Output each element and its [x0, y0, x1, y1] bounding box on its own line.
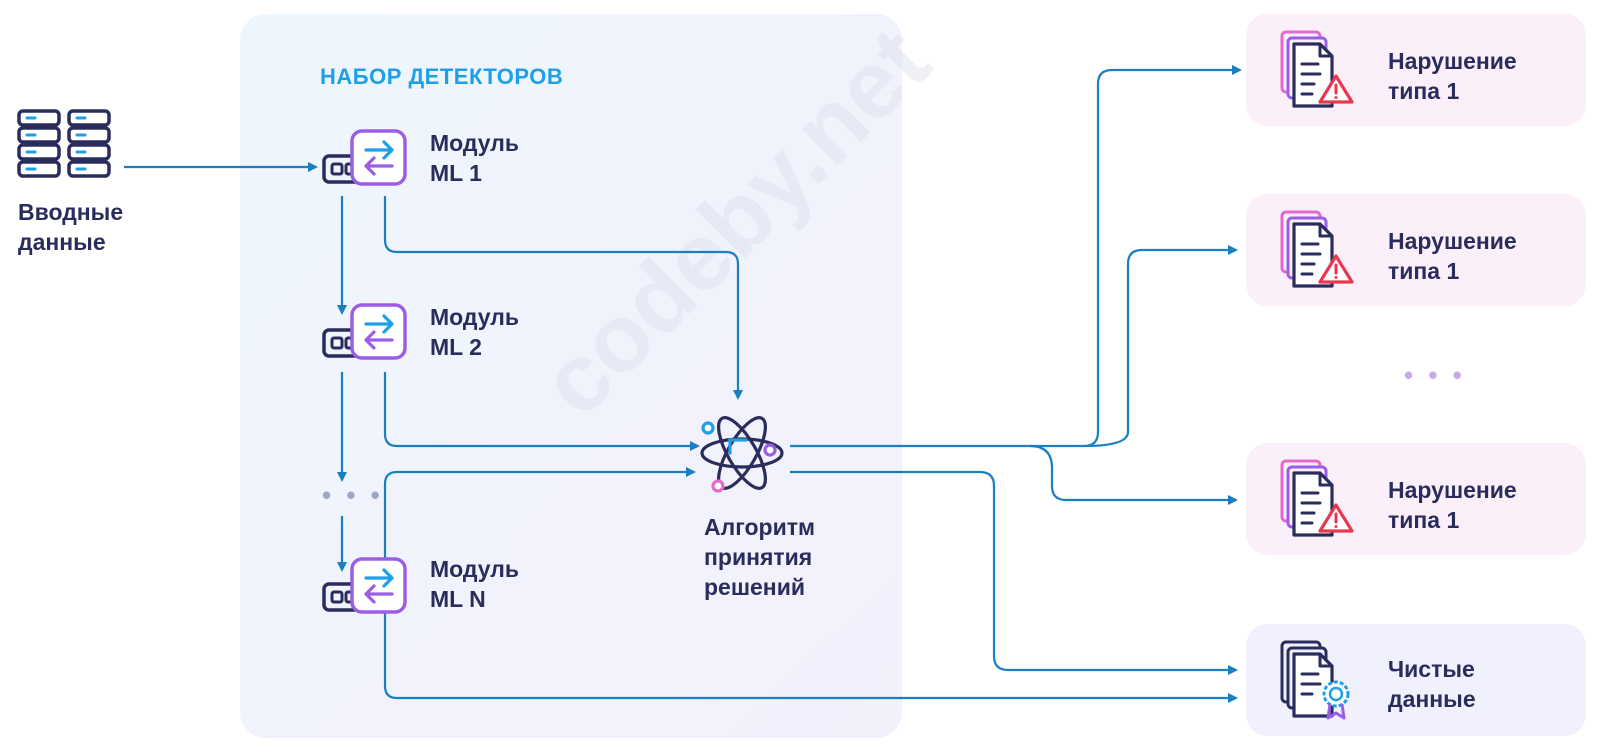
arrow-algorithm-to-clean — [790, 470, 1238, 675]
algorithm-label: Алгоритм принятия решений — [704, 514, 816, 600]
panel-title: НАБОР ДЕТЕКТОРОВ — [320, 64, 564, 89]
output-clean-label: Чистые данные — [1388, 656, 1476, 712]
arrow-mln-to-algorithm — [383, 467, 696, 622]
arrow-ml2-to-algorithm — [383, 372, 700, 451]
input-label: Вводные данные — [18, 199, 124, 255]
ml-module-icon — [322, 303, 407, 360]
document-certificate-icon — [1280, 640, 1350, 720]
ml-module-icon — [322, 129, 407, 186]
module-mln-label: Модуль ML N — [430, 556, 520, 612]
module-ml2-label: Модуль ML 2 — [430, 304, 520, 360]
document-warning-icon — [1280, 459, 1354, 537]
output-violation-3-label: Нарушение типа 1 — [1388, 477, 1517, 533]
output-violation-2-label: Нарушение типа 1 — [1388, 228, 1517, 284]
document-warning-icon — [1280, 210, 1354, 288]
arrow-algorithm-to-violation-1 — [790, 65, 1242, 448]
ml-module-icon — [322, 557, 407, 614]
document-warning-icon — [1280, 30, 1354, 108]
atom-icon — [700, 416, 784, 493]
arrow-algorithm-to-violation-2 — [1083, 245, 1238, 448]
server-icon — [17, 109, 111, 178]
arrow-algorithm-to-violation-3 — [1029, 444, 1238, 505]
module-ellipsis: • • • — [322, 480, 384, 510]
output-violation-1-label: Нарушение типа 1 — [1388, 48, 1517, 104]
arrow-mln-to-clean — [383, 622, 1238, 703]
output-ellipsis: • • • — [1404, 360, 1466, 390]
module-ml1-label: Модуль ML 1 — [430, 130, 520, 186]
detector-set-panel — [240, 14, 902, 738]
arrow-ml1-to-algorithm — [383, 196, 743, 400]
